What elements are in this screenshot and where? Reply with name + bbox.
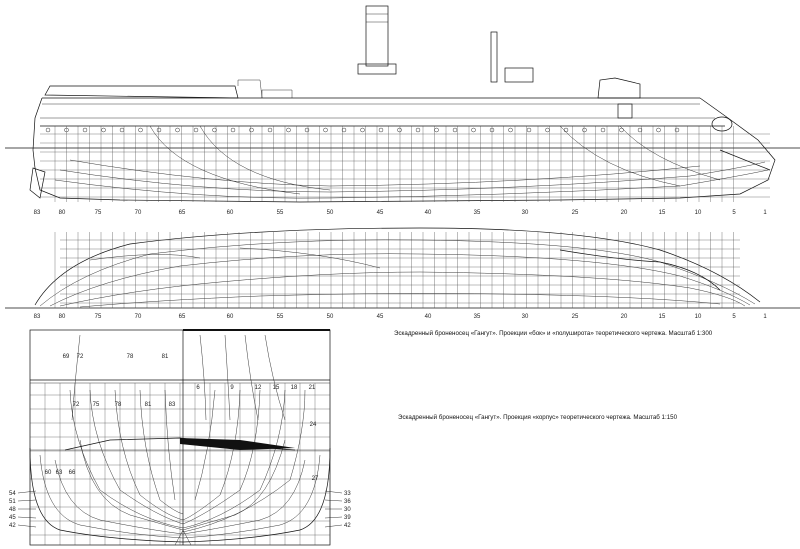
body-upper-frame-label: 69 bbox=[63, 354, 70, 360]
body-right-waterline-label: 36 bbox=[344, 499, 351, 505]
profile-frame-label: 65 bbox=[179, 210, 186, 216]
profile-frame-label: 60 bbox=[227, 210, 234, 216]
profile-frame-label: 45 bbox=[377, 210, 384, 216]
body-upper-frame-label: 81 bbox=[162, 354, 169, 360]
halfbreadth-frame-label: 75 bbox=[95, 314, 102, 320]
halfbreadth-frame-label: 20 bbox=[621, 314, 628, 320]
body-left-waterline-label: 42 bbox=[9, 523, 16, 529]
halfbreadth-frame-label: 70 bbox=[135, 314, 142, 320]
body-left-waterline-label: 45 bbox=[9, 515, 16, 521]
halfbreadth-frame-label: 35 bbox=[474, 314, 481, 320]
body-mid-frame-label: 15 bbox=[273, 385, 280, 391]
profile-frame-label: 75 bbox=[95, 210, 102, 216]
body-right-waterline-label: 33 bbox=[344, 491, 351, 497]
body-right-frame-label: 24 bbox=[310, 422, 317, 428]
body-upper-frame-label: 78 bbox=[127, 354, 134, 360]
caption-plan-views: Эскадренный броненосец «Гангут». Проекци… bbox=[394, 330, 713, 337]
body-mid-frame-label: 21 bbox=[309, 385, 316, 391]
profile-frame-label: 1 bbox=[763, 210, 767, 216]
body-aft-frame-label: 75 bbox=[93, 402, 100, 408]
halfbreadth-frame-label: 5 bbox=[732, 314, 736, 320]
body-mid-frame-label: 12 bbox=[255, 385, 262, 391]
body-right-frame-label: 27 bbox=[312, 476, 319, 482]
aft-superstructure bbox=[44, 85, 239, 99]
profile-frame-label: 5 bbox=[732, 210, 736, 216]
profile-frame-labels: 83 80 75 70 65 60 55 50 45 40 35 30 25 20 15 10 5 1 bbox=[34, 210, 768, 216]
body-mid-frame-label: 9 bbox=[230, 385, 234, 391]
funnel bbox=[365, 5, 389, 67]
body-left-hull bbox=[29, 447, 184, 543]
body-upper-frame-label: 72 bbox=[77, 354, 84, 360]
body-right-waterline-label: 42 bbox=[344, 523, 351, 529]
body-low-frame-label: 66 bbox=[69, 470, 76, 476]
halfbreadth-outline bbox=[34, 227, 761, 306]
profile-frame-label: 10 bbox=[695, 210, 702, 216]
body-aft-frame-label: 83 bbox=[169, 402, 176, 408]
halfbreadth-frame-label: 83 bbox=[34, 314, 41, 320]
halfbreadth-frame-label: 55 bbox=[277, 314, 284, 320]
profile-frame-label: 25 bbox=[572, 210, 579, 216]
halfbreadth-frame-label: 25 bbox=[572, 314, 579, 320]
halfbreadth-frame-label: 30 bbox=[522, 314, 529, 320]
body-left-waterline-label: 51 bbox=[9, 499, 16, 505]
body-aft-frame-label: 81 bbox=[145, 402, 152, 408]
halfbreadth-frame-labels: 83 80 75 70 65 60 55 50 45 40 35 30 25 20 15 10 5 1 bbox=[34, 314, 768, 320]
halfbreadth-frame-label: 10 bbox=[695, 314, 702, 320]
profile-frame-label: 20 bbox=[621, 210, 628, 216]
body-aft-frame-label: 72 bbox=[73, 402, 80, 408]
rudder bbox=[29, 167, 46, 199]
halfbreadth-frame-label: 40 bbox=[425, 314, 432, 320]
halfbreadth-frame-label: 15 bbox=[659, 314, 666, 320]
halfbreadth-frame-label: 45 bbox=[377, 314, 384, 320]
profile-frame-label: 80 bbox=[59, 210, 66, 216]
halfbreadth-frame-label: 60 bbox=[227, 314, 234, 320]
profile-frame-label: 70 bbox=[135, 210, 142, 216]
caption-body-plan: Эскадренный броненосец «Гангут». Проекци… bbox=[398, 414, 678, 421]
halfbreadth-frame-label: 80 bbox=[59, 314, 66, 320]
body-mid-frame-label: 18 bbox=[291, 385, 298, 391]
gun-port bbox=[617, 103, 633, 119]
profile-frame-label: 55 bbox=[277, 210, 284, 216]
mast bbox=[490, 31, 498, 83]
profile-frame-label: 40 bbox=[425, 210, 432, 216]
bow-turret bbox=[597, 77, 641, 99]
profile-frame-label: 35 bbox=[474, 210, 481, 216]
body-right-waterline-label: 30 bbox=[344, 507, 351, 513]
armor-deck-section bbox=[180, 438, 295, 450]
body-left-waterline-label: 54 bbox=[9, 491, 16, 497]
body-aft-frame-label: 78 bbox=[115, 402, 122, 408]
deckhouse bbox=[504, 67, 534, 83]
halfbreadth-view: 83 80 75 70 65 60 55 50 45 40 35 30 25 20 15 10 5 1 bbox=[5, 227, 800, 320]
profile-frame-label: 15 bbox=[659, 210, 666, 216]
profile-frame-label: 50 bbox=[327, 210, 334, 216]
halfbreadth-frame-label: 1 bbox=[763, 314, 767, 320]
body-left-waterline-label: 48 bbox=[9, 507, 16, 513]
body-right-waterline-label: 39 bbox=[344, 515, 351, 521]
halfbreadth-frame-label: 65 bbox=[179, 314, 186, 320]
funnel-casing bbox=[357, 63, 397, 75]
profile-frame-label: 83 bbox=[34, 210, 41, 216]
body-mid-frame-label: 6 bbox=[196, 385, 200, 391]
profile-frame-label: 30 bbox=[522, 210, 529, 216]
profile-view: 83 80 75 70 65 60 55 50 45 40 35 30 25 20 15 10 5 1 bbox=[5, 5, 800, 216]
body-right-hull bbox=[182, 447, 331, 543]
body-low-frame-label: 60 bbox=[45, 470, 52, 476]
halfbreadth-frame-label: 50 bbox=[327, 314, 334, 320]
profile-hull-outline bbox=[32, 97, 776, 203]
body-low-frame-label: 63 bbox=[56, 470, 63, 476]
